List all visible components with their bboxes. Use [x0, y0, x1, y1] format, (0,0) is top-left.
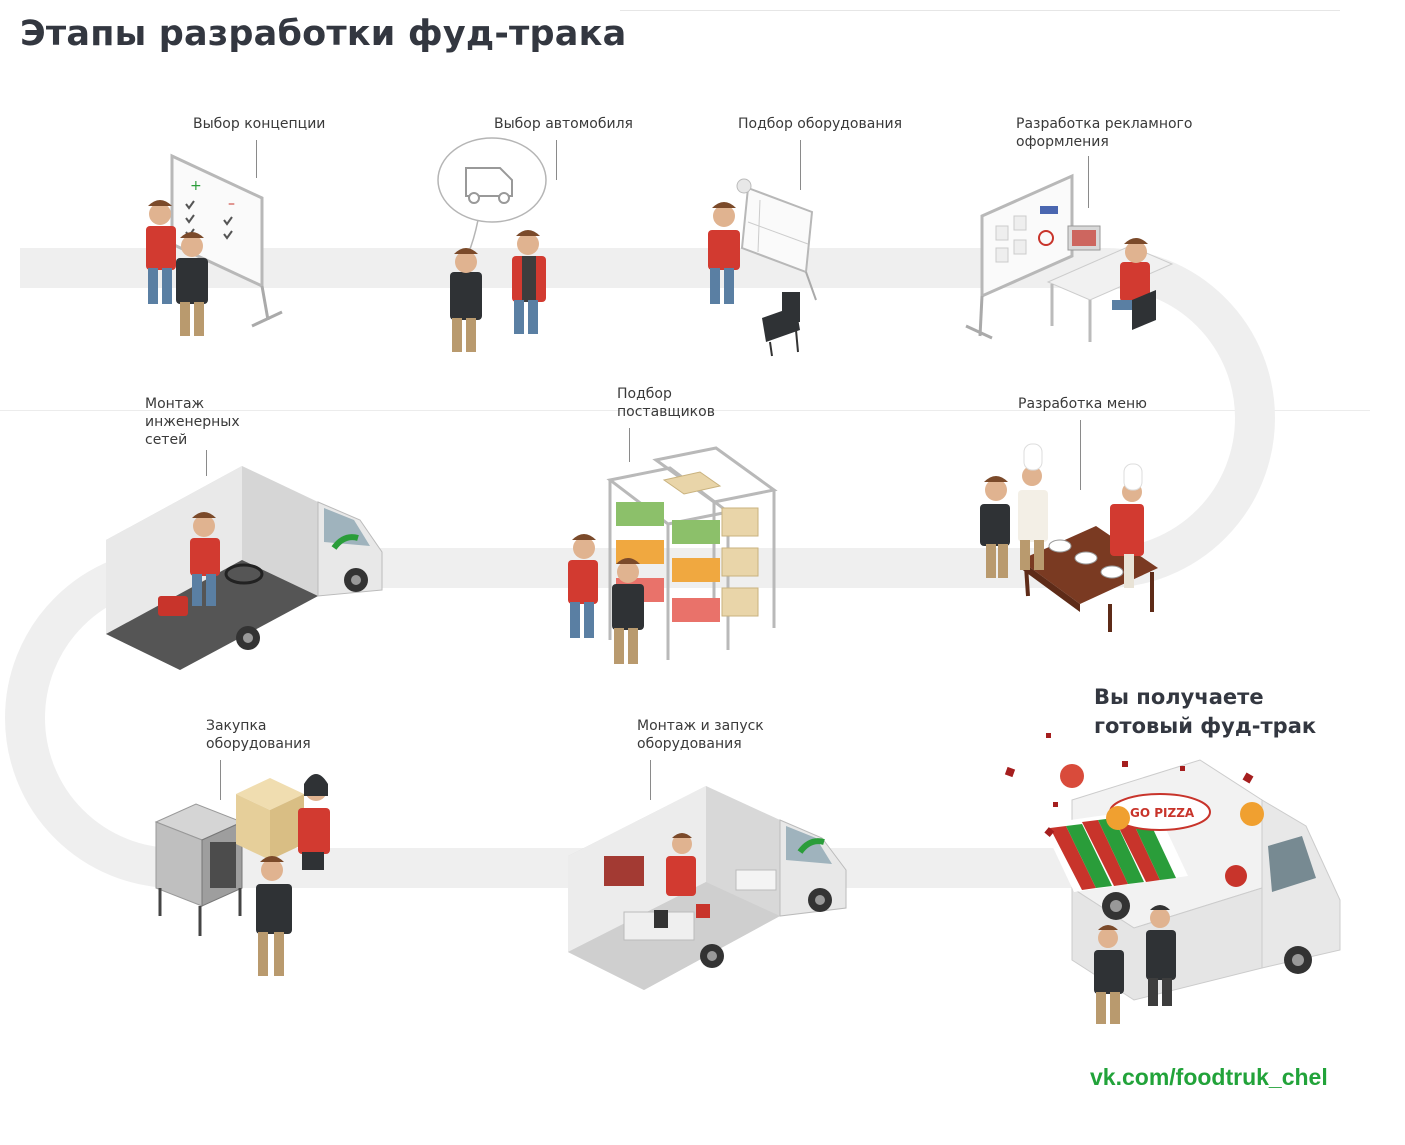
top-divider — [620, 10, 1340, 11]
pizza-food-truck-icon: GO PIZZA — [1004, 733, 1341, 1024]
leader-installation — [650, 760, 651, 800]
step-label-suppliers: Подбор поставщиков — [617, 386, 715, 420]
leader-menu — [1080, 420, 1081, 490]
leader-equipment-selection — [800, 140, 801, 190]
step-label-equipment-selection: Подбор оборудования — [738, 116, 902, 132]
step-label-ad-design: Разработка рекламного оформления — [1016, 116, 1193, 150]
middle-divider — [0, 410, 1370, 411]
drafting-table-icon — [708, 178, 817, 357]
process-path — [5, 248, 1275, 888]
truck-interior-icon — [106, 466, 383, 670]
step-label-installation: Монтаж и запуск оборудования — [637, 718, 764, 752]
svg-text:GO PIZZA: GO PIZZA — [1130, 806, 1195, 820]
ad-design-board-icon — [965, 173, 1174, 342]
truck-kitchen-icon — [568, 786, 847, 990]
step-label-engineering: Монтаж инженерных сетей — [145, 396, 240, 448]
supplier-shelves-icon — [568, 446, 778, 664]
page-title: Этапы разработки фуд-трака — [20, 14, 627, 54]
step-label-purchase: Закупка оборудования — [206, 718, 311, 752]
leader-purchase — [220, 760, 221, 800]
leader-ad-design — [1088, 156, 1089, 208]
oven-purchase-icon — [154, 774, 330, 976]
step-label-concept: Выбор концепции — [193, 116, 326, 132]
whiteboard-icon: + – — [146, 153, 283, 336]
van-thought-bubble-icon — [437, 137, 547, 352]
result-heading: Вы получаете готовый фуд-трак — [1094, 685, 1317, 738]
vk-link[interactable]: vk.com/foodtruk_chel — [1090, 1064, 1328, 1090]
step-label-menu: Разработка меню — [1018, 396, 1147, 412]
leader-suppliers — [629, 428, 630, 462]
menu-tasting-table-icon — [980, 443, 1158, 632]
step-label-vehicle: Выбор автомобиля — [494, 116, 633, 132]
leader-vehicle — [556, 140, 557, 180]
svg-text:–: – — [228, 196, 235, 212]
svg-text:+: + — [190, 178, 202, 194]
leader-concept — [256, 140, 257, 178]
leader-engineering — [206, 450, 207, 476]
